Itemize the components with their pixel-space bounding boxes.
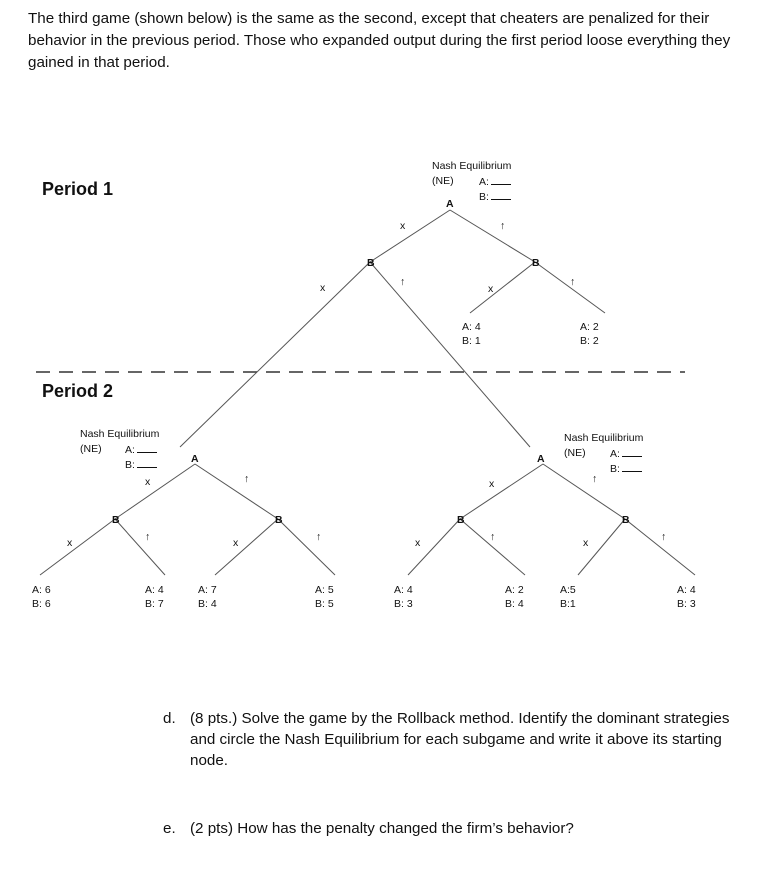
- payoff-a: A: 4: [677, 584, 696, 596]
- payoff-b: B: 7: [145, 598, 164, 610]
- node-b: B: [457, 514, 465, 526]
- period-1-label: Period 1: [42, 179, 114, 199]
- ne-b-period-2-right: B:: [610, 462, 642, 476]
- period-1-branches: [179, 209, 606, 448]
- payoff-a: A: 4: [462, 321, 481, 333]
- move-hold: ↑: [592, 473, 598, 485]
- node-b-right-period-1: B: [532, 257, 540, 269]
- ne-title-period-2-left: Nash Equilibrium: [80, 428, 160, 440]
- node-b-left-period-1: B: [367, 257, 375, 269]
- payoff-a: A: 7: [198, 584, 217, 596]
- question-d-text: (8 pts.) Solve the game by the Rollback …: [190, 710, 730, 769]
- question-e-letter: e.: [163, 820, 176, 837]
- move-expand: x: [489, 478, 495, 490]
- move-expand: x: [67, 537, 73, 549]
- node-a-period-2-right: A: [537, 453, 545, 465]
- move-expand: x: [145, 476, 151, 488]
- payoff-a: A: 4: [394, 584, 413, 596]
- payoff-b: B: 6: [32, 598, 51, 610]
- payoff-b: B: 3: [677, 598, 696, 610]
- node-b: B: [112, 514, 120, 526]
- ne-a-period-2-right: A:: [610, 447, 642, 461]
- node-b: B: [622, 514, 630, 526]
- move-expand: x: [320, 282, 326, 294]
- move-hold: ↑: [244, 473, 250, 485]
- move-hold: ↑: [661, 531, 667, 543]
- payoff-b: B: 1: [462, 335, 481, 347]
- payoff-b: B: 4: [198, 598, 217, 610]
- ne-b-period-1: B:: [479, 190, 511, 204]
- question-d: d. (8 pts.) Solve the game by the Rollba…: [163, 708, 733, 778]
- question-d-letter: d.: [163, 710, 176, 727]
- ne-abbr-period-2-right: (NE): [564, 447, 586, 459]
- node-a-period-1: A: [446, 198, 454, 210]
- payoff-a: A:5: [560, 584, 576, 596]
- payoff-b: B: 2: [580, 335, 599, 347]
- move-hold: ↑: [316, 531, 322, 543]
- ne-title-period-2-right: Nash Equilibrium: [564, 432, 644, 444]
- period-2-branches: [39, 463, 696, 576]
- move-expand: x: [415, 537, 421, 549]
- question-e-text: (2 pts) How has the penalty changed the …: [190, 820, 574, 837]
- period-2-label: Period 2: [42, 381, 114, 401]
- ne-b-period-2-left: B:: [125, 458, 157, 472]
- move-expand: x: [488, 283, 494, 295]
- payoff-a: A: 4: [145, 584, 164, 596]
- move-hold: ↑: [400, 276, 406, 288]
- payoff-a: A: 2: [505, 584, 524, 596]
- move-expand: x: [400, 220, 406, 232]
- move-hold: ↑: [500, 220, 506, 232]
- move-hold: ↑: [490, 531, 496, 543]
- ne-a-period-1: A:: [479, 175, 511, 189]
- ne-title-period-1: Nash Equilibrium: [432, 160, 512, 172]
- ne-a-period-2-left: A:: [125, 443, 157, 457]
- payoff-a: A: 5: [315, 584, 334, 596]
- ne-abbr-period-1: (NE): [432, 175, 454, 187]
- payoff-b: B: 5: [315, 598, 334, 610]
- question-e: e. (2 pts) How has the penalty changed t…: [163, 818, 733, 842]
- payoff-b: B: 4: [505, 598, 524, 610]
- payoff-b: B:1: [560, 598, 576, 610]
- payoff-a: A: 2: [580, 321, 599, 333]
- node-a-period-2-left: A: [191, 453, 199, 465]
- ne-abbr-period-2-left: (NE): [80, 443, 102, 455]
- move-hold: ↑: [145, 531, 151, 543]
- payoff-a: A: 6: [32, 584, 51, 596]
- move-hold: ↑: [570, 276, 576, 288]
- move-expand: x: [583, 537, 589, 549]
- move-expand: x: [233, 537, 239, 549]
- intro-paragraph: The third game (shown below) is the same…: [28, 10, 731, 71]
- node-b: B: [275, 514, 283, 526]
- payoff-b: B: 3: [394, 598, 413, 610]
